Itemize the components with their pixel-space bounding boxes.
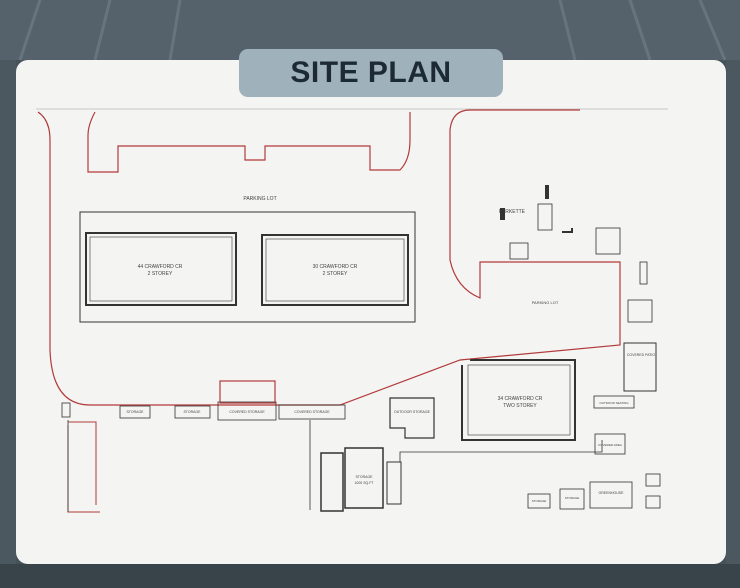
building-30-name: 30 CRAWFORD CR: [313, 264, 358, 270]
svg-text:COVERED AREA: COVERED AREA: [598, 443, 622, 447]
covered-area: [594, 433, 626, 455]
building-30-storey: 2 STOREY: [323, 271, 348, 277]
building-34-crawford: [461, 359, 576, 441]
parking-lot-block: [79, 211, 416, 323]
covered-storage-1: [217, 401, 277, 421]
svg-text:STORAGE: STORAGE: [532, 499, 547, 503]
storage-unit-br2: [559, 488, 585, 510]
storage-main: [344, 447, 384, 509]
storage-unit-a: [119, 405, 151, 419]
svg-text:STORAGE: STORAGE: [183, 410, 201, 414]
svg-text:COVERED STORAGE: COVERED STORAGE: [294, 410, 330, 414]
parking-lot-label: PARKING LOT: [243, 196, 276, 202]
building-44-name: 44 CRAWFORD CR: [138, 264, 183, 270]
parkette-label: PARKETTE: [499, 209, 526, 215]
building-44-crawford: [85, 232, 237, 306]
svg-text:STORAGE: STORAGE: [126, 410, 144, 414]
parking-lot-2-label: PARKING LOT: [532, 300, 559, 305]
svg-text:OUTDOOR STORAGE: OUTDOOR STORAGE: [394, 410, 431, 414]
storage-unit-br1: [527, 493, 551, 509]
property-line: [37, 109, 621, 406]
svg-text:1000 SQ.FT: 1000 SQ.FT: [354, 481, 374, 485]
storage-main-left: [320, 452, 344, 512]
greenhouse: [589, 481, 633, 509]
building-34-name: 34 CRAWFORD CR: [498, 396, 543, 402]
svg-text:GREENHOUSE: GREENHOUSE: [599, 491, 625, 495]
site-plan-card: [16, 60, 726, 564]
svg-text:COVERED STORAGE: COVERED STORAGE: [229, 410, 265, 414]
outdoor-seating: [593, 395, 635, 409]
svg-text:COVERED PATIO: COVERED PATIO: [627, 353, 656, 357]
svg-text:STORAGE: STORAGE: [355, 475, 373, 479]
building-44-storey: 2 STOREY: [148, 271, 173, 277]
svg-text:STORAGE: STORAGE: [565, 496, 580, 500]
property-line-lower: [67, 421, 100, 513]
outdoor-storage: [389, 397, 435, 439]
svg-text:OUTDOOR SEATING: OUTDOOR SEATING: [599, 401, 629, 405]
building-30-crawford: [261, 234, 409, 306]
page-title: SITE PLAN: [239, 49, 503, 97]
covered-storage-2: [278, 404, 346, 420]
covered-patio: [623, 342, 657, 392]
parking-top-boundary: [87, 111, 411, 173]
storage-unit-b: [174, 405, 211, 419]
building-34-storey: TWO STOREY: [503, 403, 537, 409]
